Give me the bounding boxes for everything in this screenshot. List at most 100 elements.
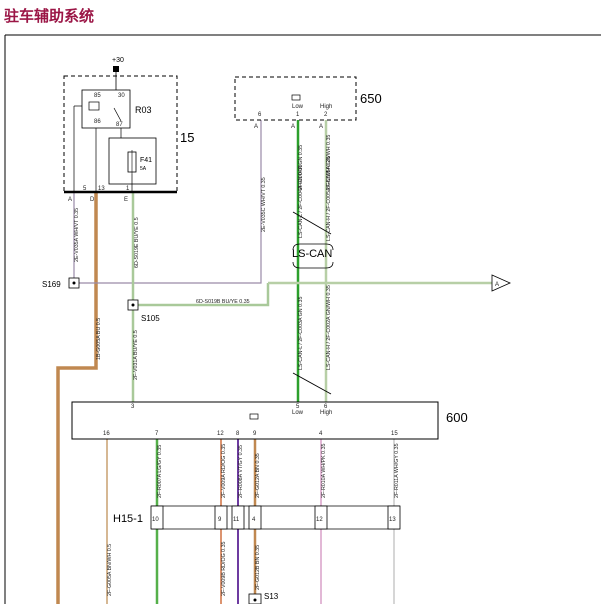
module-650-pin-num-6: 6	[258, 112, 262, 118]
wire-label-12: LS-CAN-H / 2F-C002A GN/WH 0.35	[326, 285, 332, 370]
ls-can-bus-label: LS-CAN	[292, 243, 334, 269]
module-650-pin-name-high: High	[320, 104, 332, 110]
module-650[interactable]: 650 Low High 6 1 2 A A A	[234, 76, 382, 130]
wire-wh-vt-650	[74, 120, 262, 284]
wire-brown-ground	[56, 192, 98, 604]
wire-label-3: 2E-V035C WH/VT 0.35	[261, 177, 267, 232]
relay-module-pin-num-13: 13	[98, 186, 105, 192]
module-650-pin-a2: A	[291, 124, 295, 130]
module-650-pin-num-1: 1	[296, 112, 300, 118]
module-600-bottom-pin-12: 12	[217, 431, 224, 437]
connector-pin-11: 11	[233, 517, 240, 523]
relay-pin-86: 86	[94, 119, 101, 125]
module-600-bottom-pin-8: 8	[236, 431, 240, 437]
splice-s105[interactable]: S105	[127, 299, 160, 323]
splice-s105-label: S105	[141, 314, 160, 323]
twist-top	[292, 211, 332, 235]
wire-label-10: 2F-V031A BU/YE 0.5	[133, 330, 139, 380]
splice-s13-label: S13	[264, 592, 279, 601]
wire-label-11: LS-CAN-L / 2F-C003A GN 0.35	[298, 297, 304, 370]
wire-label-21: 2F-G012B BN 0.35	[255, 545, 261, 590]
page-title: 驻车辅助系统	[4, 7, 94, 25]
connector-label: H15-1	[113, 513, 143, 525]
wire-label-14: 2F-R007A LG/GY 0.35	[157, 445, 163, 498]
wire-label-13: 2F-G005A BN/WH 0.5	[107, 544, 113, 596]
wire-label-17: 2F-G012A BN 0.35	[255, 453, 261, 498]
supply-terminal	[113, 66, 119, 72]
wire-label-9: 1B-G005A BU 0.5	[96, 318, 102, 360]
wire-label-16: 2F-R008A VT/GY 0.35	[238, 445, 244, 498]
module-600-number: 600	[446, 410, 468, 425]
wire-label-20: 2F-V009B RD/OG 0.35	[221, 541, 227, 596]
relay-label: R03	[135, 105, 152, 115]
connector-pin-10: 10	[152, 517, 159, 523]
connector-pin-box-13	[387, 505, 401, 530]
relay-pin-85: 85	[94, 93, 101, 99]
module-600-top-pin-6: 6	[324, 404, 328, 410]
splice-s13[interactable]: S13	[248, 592, 279, 604]
module-600-bottom-pin-15: 15	[391, 431, 398, 437]
connector-pin-box-4	[248, 505, 262, 530]
relay-contact	[113, 107, 122, 122]
wire-label-6: LS-CAN-L / 2F-C004A GN 0.35	[298, 165, 304, 238]
relay-module-pin-num-1: 1	[126, 186, 130, 192]
module-650-chip-icon	[291, 94, 301, 101]
offpage-connector-a[interactable]: A	[491, 274, 511, 292]
relay-module-number: 15	[180, 130, 194, 145]
connector-pin-13: 13	[389, 517, 396, 523]
twist-bottom	[292, 372, 332, 395]
offpage-ref-label: A	[495, 282, 499, 288]
module-650-number: 650	[360, 91, 382, 106]
module-600-bottom-pin-16: 16	[103, 431, 110, 437]
relay-module-frame	[63, 75, 178, 193]
wire-label-8: 6D-S019B BU/YE 0.35	[196, 299, 250, 305]
fuse-label: F41	[140, 157, 152, 164]
wire-label-15: 2F-V009A RD/OG 0.35	[221, 444, 227, 498]
module-650-pin-a1: A	[254, 124, 258, 130]
wire-label-18: 2F-R010A WH/PK 0.35	[321, 443, 327, 498]
splice-s169[interactable]: S169	[42, 277, 80, 289]
module-650-pin-name-low: Low	[292, 104, 304, 110]
relay-module-15[interactable]: 15 +30 85 30 86 87 R03 F41 5A 5 13 1 A D…	[63, 57, 194, 203]
relay-module-pin-d: D	[90, 197, 95, 203]
relay-module-pin-num-5: 5	[83, 186, 87, 192]
wire-label-2: 6D-S019E BU/YE 0.5	[134, 217, 140, 268]
connector-pin-box-9	[214, 505, 228, 530]
connector-pin-box-11	[231, 505, 245, 530]
module-600[interactable]: 600 3 5 6 Low High 16 7 12 8 9 4 15	[71, 401, 468, 440]
module-600-top-pin-5: 5	[296, 404, 300, 410]
relay-module-pin-a: A	[68, 197, 72, 203]
connector-pin-box-12	[314, 505, 328, 530]
wire-label-4: 2F-C004A GN 0.35	[298, 145, 304, 190]
module-600-frame	[71, 401, 439, 440]
connector-pin-9: 9	[218, 517, 222, 523]
supply-label: +30	[112, 57, 124, 64]
module-600-pin-name-low: Low	[292, 410, 304, 416]
relay-pin-30: 30	[118, 93, 125, 99]
module-600-bottom-pin-7: 7	[155, 431, 159, 437]
module-600-bottom-pin-4: 4	[319, 431, 323, 437]
splice-s169-label: S169	[42, 280, 61, 289]
connector-pin-box-10	[150, 505, 164, 530]
module-600-top-pin-3: 3	[131, 404, 135, 410]
relay-r03	[81, 89, 131, 129]
connector-pin-4: 4	[252, 517, 256, 523]
module-650-pin-a3: A	[319, 124, 323, 130]
module-600-bottom-pin-9: 9	[253, 431, 257, 437]
relay-module-pin-e: E	[124, 197, 128, 203]
module-600-chip-icon	[249, 413, 259, 420]
relay-pin-87: 87	[116, 122, 123, 128]
fuse-rating: 5A	[140, 166, 147, 172]
relay-coil	[88, 101, 100, 111]
ls-can-text: LS-CAN	[292, 248, 332, 260]
wire-label-5: 2F-C005A GN/WH 0.35	[326, 135, 332, 190]
module-650-frame	[234, 76, 357, 121]
wire-label-7: LS-CAN-H / 2F-C005A GN/WH 0.35	[326, 156, 332, 241]
connector-h15-1[interactable]: H15-1 10 9 11 4 12 13	[113, 505, 401, 530]
wire-label-19: 2F-R011A WH/GY 0.35	[394, 443, 400, 498]
module-650-pin-num-2: 2	[324, 112, 328, 118]
wire-label-1: 2E-V035A WH/VT 0.35	[74, 208, 80, 262]
fuse-f41-frame	[108, 137, 157, 185]
module-600-pin-name-high: High	[320, 410, 332, 416]
